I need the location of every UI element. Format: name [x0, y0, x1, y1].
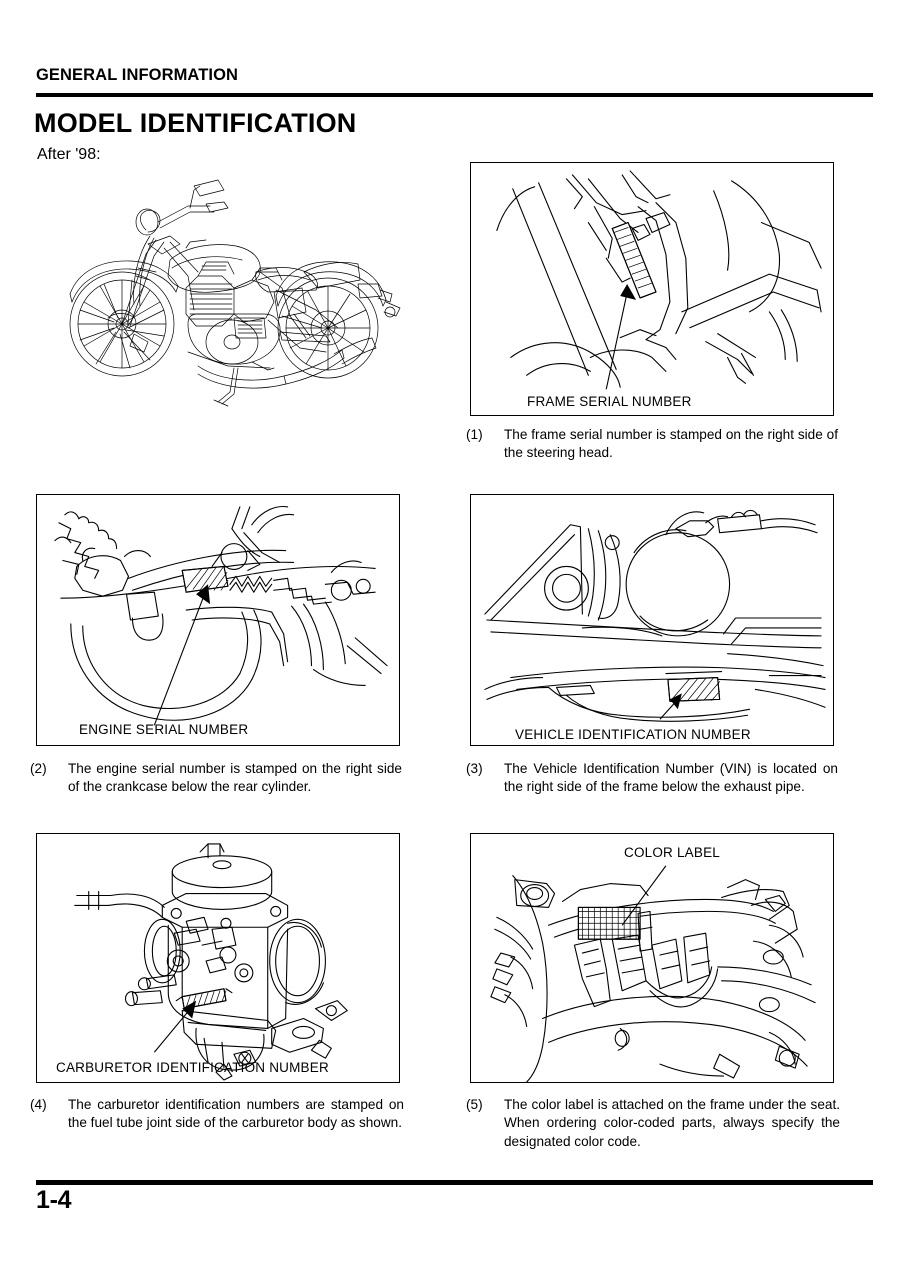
caption-number-5: (5) [466, 1097, 483, 1112]
caption-number-2: (2) [30, 761, 47, 776]
caption-number-1: (1) [466, 427, 483, 442]
caption-3: (3) The Vehicle Identification Number (V… [466, 760, 838, 797]
figure-frame-serial-number [470, 162, 834, 416]
figure-label-frame-serial-number: FRAME SERIAL NUMBER [527, 394, 692, 409]
caption-text-4: The carburetor identification numbers ar… [68, 1097, 404, 1131]
color-label-line-art [490, 865, 816, 1082]
frame-serial-number-line-art [496, 170, 822, 390]
figure-label-carburetor-identification-number: CARBURETOR IDENTIFICATION NUMBER [56, 1060, 329, 1075]
caption-5: (5) The color label is attached on the f… [466, 1096, 840, 1151]
caption-number-3: (3) [466, 761, 483, 776]
carburetor-line-art [74, 843, 348, 1081]
caption-text-3: The Vehicle Identification Number (VIN) … [504, 761, 838, 795]
footer-divider [36, 1180, 873, 1185]
caption-2: (2) The engine serial number is stamped … [30, 760, 402, 797]
page-number: 1-4 [36, 1186, 72, 1214]
vehicle-identification-number-line-art [484, 509, 826, 722]
header-divider [36, 93, 873, 97]
figure-engine-serial-number [36, 494, 400, 746]
figure-color-label [470, 833, 834, 1083]
caption-4: (4) The carburetor identification number… [30, 1096, 404, 1133]
figure-vehicle-identification-number [470, 494, 834, 746]
figure-label-color-label: COLOR LABEL [624, 845, 720, 860]
page-subtitle: After '98: [37, 146, 101, 163]
figure-carburetor-identification-number [36, 833, 400, 1083]
figure-label-engine-serial-number: ENGINE SERIAL NUMBER [79, 722, 249, 737]
engine-serial-number-line-art [54, 505, 388, 726]
figure-label-vehicle-identification-number: VEHICLE IDENTIFICATION NUMBER [515, 727, 751, 742]
figure-motorcycle-overview [38, 176, 410, 420]
page-title: MODEL IDENTIFICATION [34, 108, 357, 138]
caption-number-4: (4) [30, 1097, 47, 1112]
section-header: GENERAL INFORMATION [36, 66, 239, 84]
caption-1: (1) The frame serial number is stamped o… [466, 426, 838, 463]
caption-text-1: The frame serial number is stamped on th… [504, 427, 838, 461]
caption-text-2: The engine serial number is stamped on t… [68, 761, 402, 795]
motorcycle-line-art [69, 179, 401, 407]
caption-text-5: The color label is attached on the frame… [504, 1097, 840, 1149]
